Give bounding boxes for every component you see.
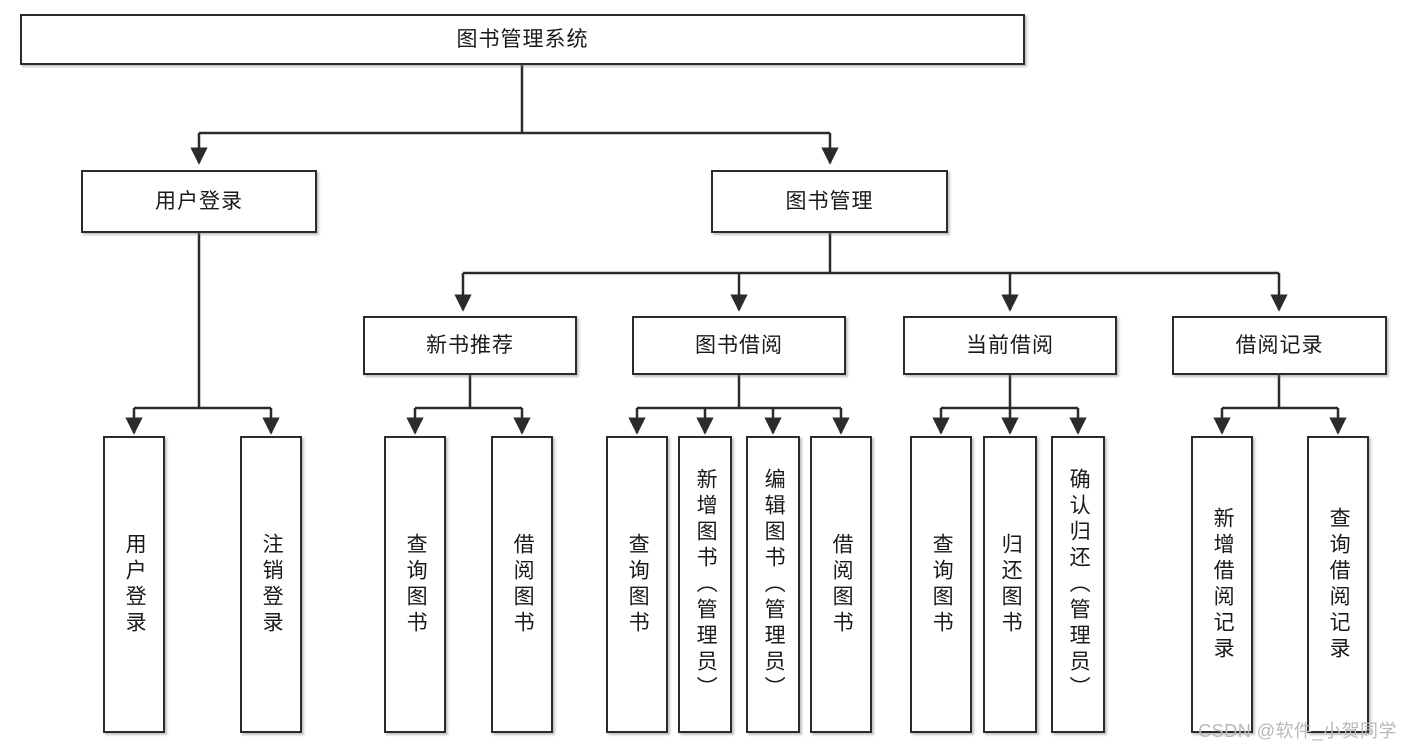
node-label: 新书推荐	[426, 333, 514, 357]
node-leaf-borrow-book-1[interactable]: 借阅图书	[491, 436, 553, 733]
node-current-borrow[interactable]: 当前借阅	[903, 316, 1117, 375]
node-leaf-query-book-1[interactable]: 查询图书	[384, 436, 446, 733]
node-borrow-record[interactable]: 借阅记录	[1172, 316, 1387, 375]
node-label: 编辑图书（管理员）	[762, 467, 786, 702]
node-label: 图书管理系统	[456, 27, 589, 51]
node-label: 新增图书（管理员）	[694, 467, 718, 702]
node-label: 借阅图书	[511, 532, 535, 637]
node-label: 归还图书	[999, 532, 1023, 637]
node-label: 查询借阅记录	[1327, 506, 1351, 663]
node-leaf-confirm-return[interactable]: 确认归还（管理员）	[1051, 436, 1105, 733]
node-label: 用户登录	[123, 532, 147, 637]
node-leaf-add-borrow-record[interactable]: 新增借阅记录	[1191, 436, 1253, 733]
node-leaf-logout-login[interactable]: 注销登录	[240, 436, 302, 733]
csdn-watermark: CSDN @软件_小贺同学	[1198, 721, 1397, 741]
node-leaf-query-book-3[interactable]: 查询图书	[910, 436, 972, 733]
node-label: 查询图书	[404, 532, 428, 637]
node-leaf-add-book[interactable]: 新增图书（管理员）	[678, 436, 732, 733]
node-leaf-borrow-book-2[interactable]: 借阅图书	[810, 436, 872, 733]
node-label: 图书管理	[785, 189, 874, 213]
node-leaf-edit-book[interactable]: 编辑图书（管理员）	[746, 436, 800, 733]
node-user-login[interactable]: 用户登录	[81, 170, 317, 233]
node-label: 图书借阅	[695, 333, 783, 357]
node-leaf-query-book-2[interactable]: 查询图书	[606, 436, 668, 733]
node-label: 借阅记录	[1235, 333, 1324, 357]
node-book-management-system[interactable]: 图书管理系统	[20, 14, 1025, 65]
node-book-borrow[interactable]: 图书借阅	[632, 316, 846, 375]
node-label: 确认归还（管理员）	[1067, 467, 1091, 702]
node-label: 注销登录	[260, 532, 284, 637]
node-label: 用户登录	[155, 189, 243, 213]
node-leaf-return-book[interactable]: 归还图书	[983, 436, 1037, 733]
node-label: 借阅图书	[830, 532, 854, 637]
node-label: 查询图书	[930, 532, 954, 637]
node-book-management[interactable]: 图书管理	[711, 170, 948, 233]
node-label: 查询图书	[626, 532, 650, 637]
node-leaf-query-borrow-record[interactable]: 查询借阅记录	[1307, 436, 1369, 733]
node-label: 新增借阅记录	[1211, 506, 1235, 663]
node-leaf-user-login[interactable]: 用户登录	[103, 436, 165, 733]
node-label: 当前借阅	[966, 333, 1054, 357]
node-new-book-recommend[interactable]: 新书推荐	[363, 316, 577, 375]
